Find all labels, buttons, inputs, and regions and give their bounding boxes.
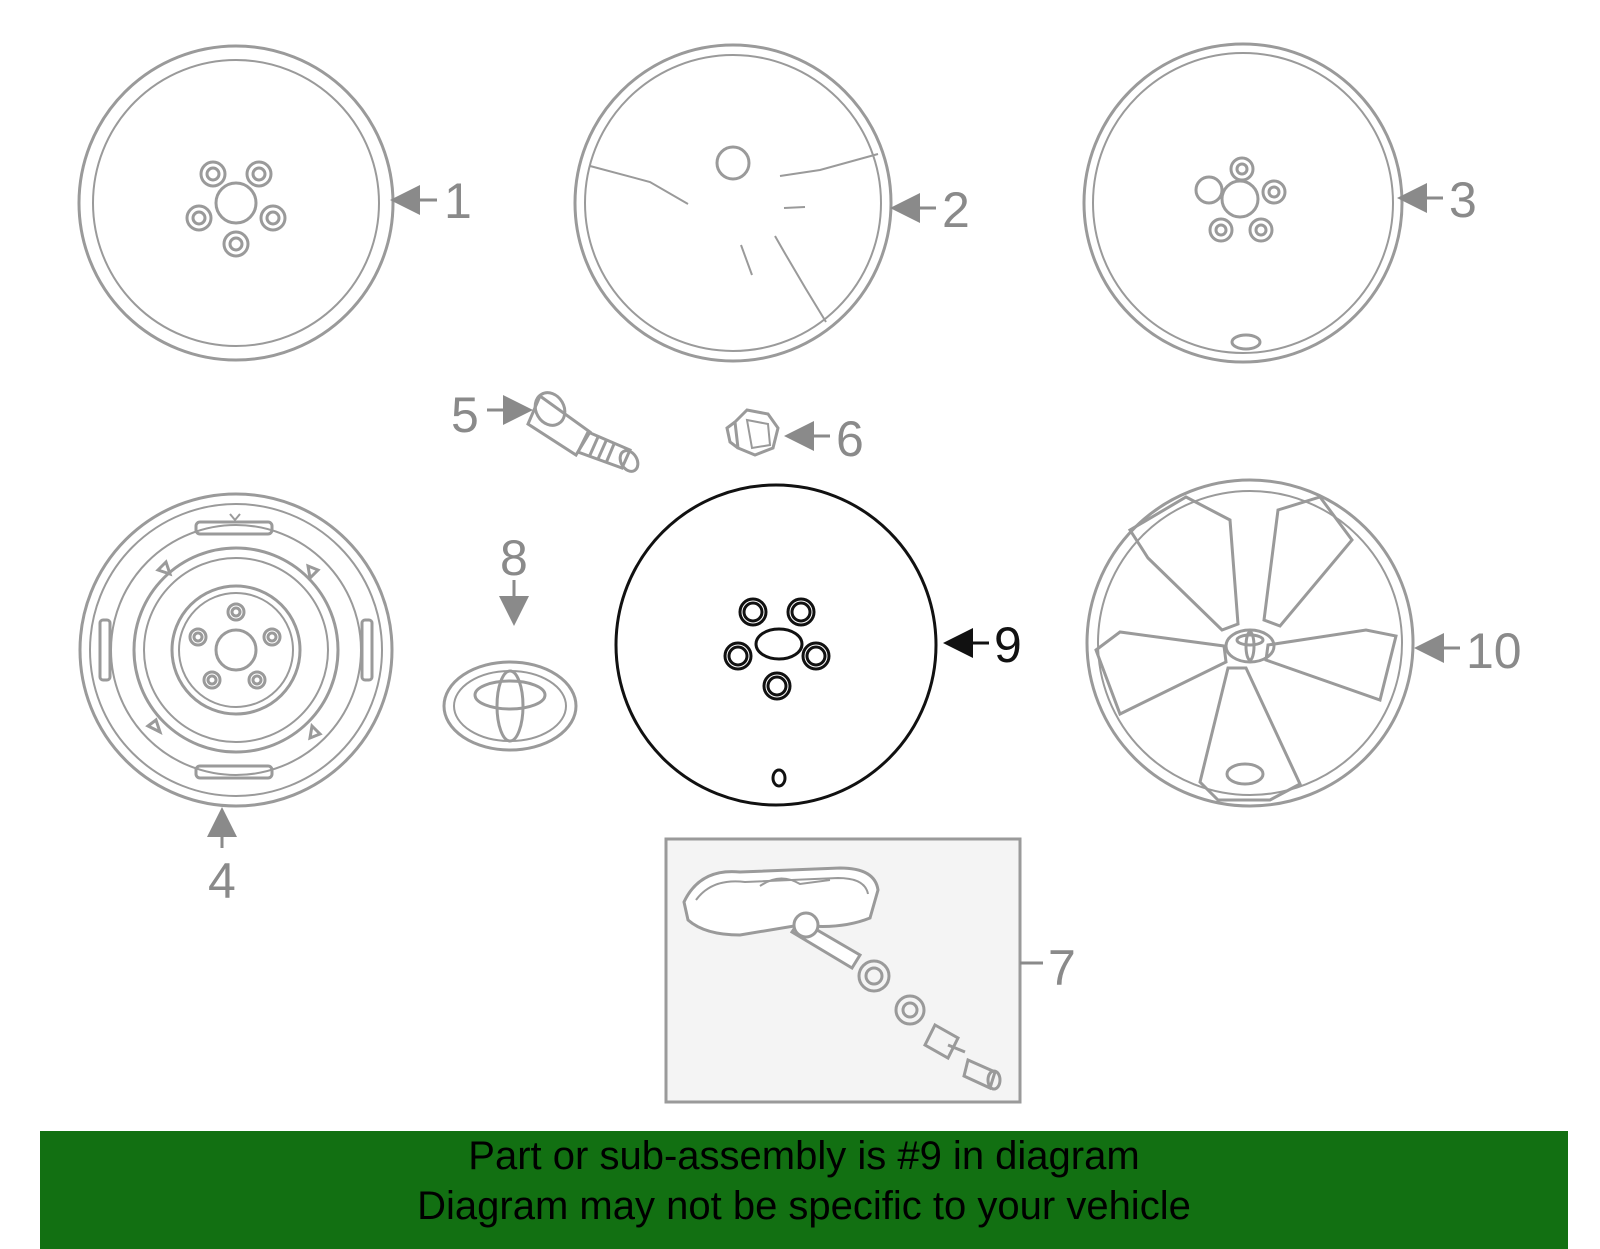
part-2-wheel-cover[interactable] bbox=[573, 43, 893, 363]
parts-diagram: 1 2 3 5 bbox=[77, 42, 1522, 1104]
part-10-wheel-cap[interactable] bbox=[1085, 478, 1415, 808]
part-8-emblem[interactable] bbox=[442, 660, 578, 752]
callout-8: 8 bbox=[500, 530, 528, 586]
banner-line-1: Part or sub-assembly is #9 in diagram bbox=[468, 1134, 1140, 1178]
part-7-tpms-sensor-kit[interactable] bbox=[664, 837, 1022, 1104]
callout-6: 6 bbox=[836, 411, 864, 467]
part-1-wheel[interactable] bbox=[77, 44, 395, 362]
callout-3: 3 bbox=[1449, 172, 1477, 228]
part-3-wheel[interactable] bbox=[1082, 42, 1404, 364]
callout-2: 2 bbox=[942, 182, 970, 238]
callout-5: 5 bbox=[451, 387, 479, 443]
part-9-wheel[interactable] bbox=[614, 483, 938, 807]
info-banner: Part or sub-assembly is #9 in diagram Di… bbox=[40, 1131, 1568, 1249]
banner-line-2: Diagram may not be specific to your vehi… bbox=[417, 1184, 1191, 1228]
callout-9: 9 bbox=[994, 617, 1022, 673]
part-5-valve-stem[interactable] bbox=[526, 387, 641, 474]
callout-10: 10 bbox=[1466, 623, 1522, 679]
part-6-lug-nut[interactable] bbox=[725, 408, 780, 457]
callout-4: 4 bbox=[208, 853, 236, 909]
callout-7: 7 bbox=[1048, 940, 1076, 996]
callout-1: 1 bbox=[444, 173, 472, 229]
part-4-spare-wheel[interactable] bbox=[78, 492, 394, 808]
